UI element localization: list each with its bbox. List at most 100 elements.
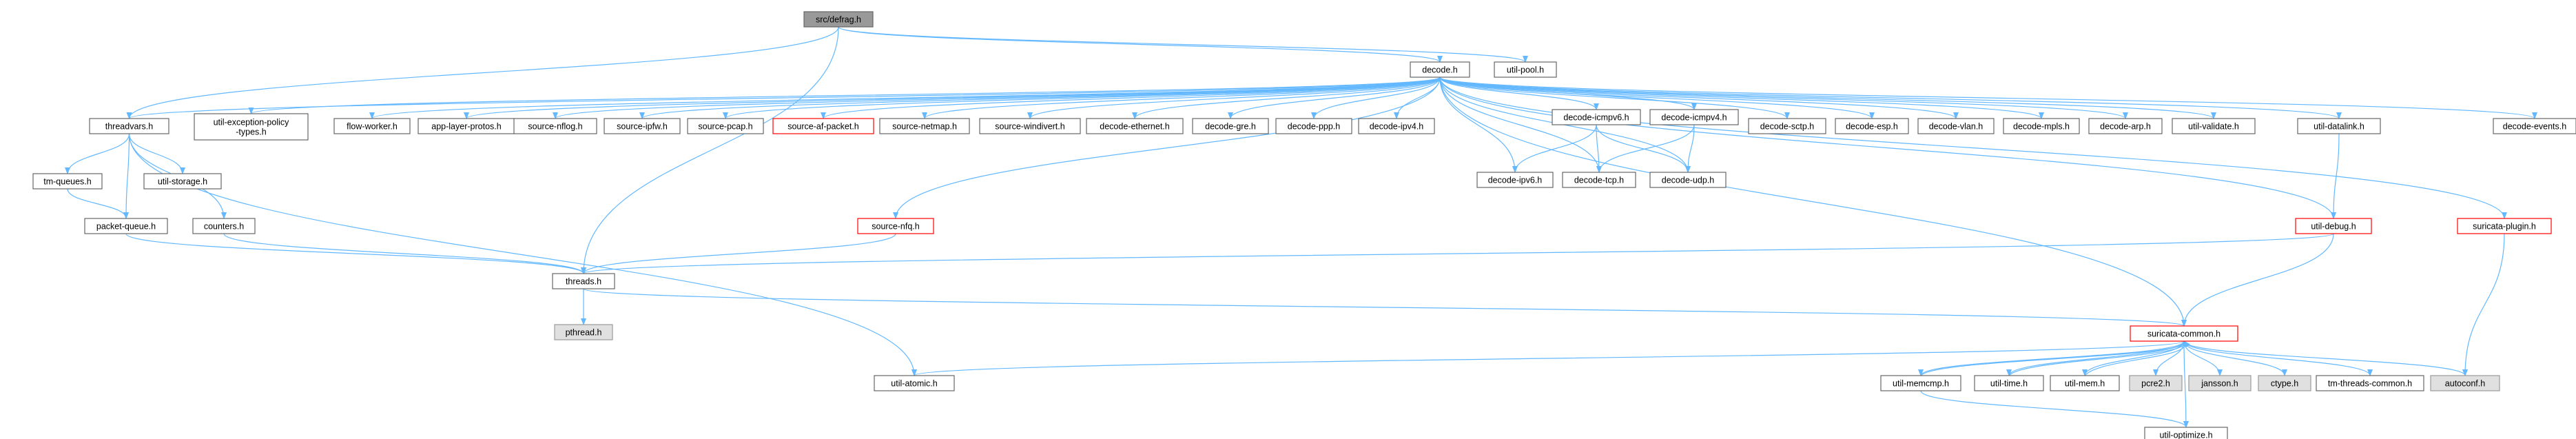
node-label: decode-ipv4.h xyxy=(1370,122,1424,132)
node-label: counters.h xyxy=(204,222,244,232)
node-box xyxy=(513,118,597,134)
node-decode-udp-h[interactable]: decode-udp.h xyxy=(1649,172,1727,188)
node-box xyxy=(2316,375,2424,391)
node-decode-h[interactable]: decode.h xyxy=(1410,61,1470,78)
node-threads-h[interactable]: threads.h xyxy=(552,273,615,289)
node-box xyxy=(874,375,955,391)
node-util-pool-h[interactable]: util-pool.h xyxy=(1494,61,1557,78)
node-box xyxy=(1086,118,1184,134)
node-util-validate-h[interactable]: util-validate.h xyxy=(2172,118,2256,134)
node-suricata-plugin-h[interactable]: suricata-plugin.h xyxy=(2457,218,2552,234)
node-label: decode-events.h xyxy=(2503,122,2566,132)
node-box xyxy=(2129,375,2183,391)
node-label: flow-worker.h xyxy=(347,122,398,132)
node-src-defrag-h[interactable]: src/defrag.h xyxy=(803,11,874,28)
node-source-nflog-h[interactable]: source-nflog.h xyxy=(513,118,597,134)
node-pcre2-h[interactable]: pcre2.h xyxy=(2129,375,2183,391)
node-jansson-h[interactable]: jansson.h xyxy=(2188,375,2252,391)
edge-decode-to-decesp xyxy=(1439,76,1875,119)
node-source-ipfw-h[interactable]: source-ipfw.h xyxy=(604,118,681,134)
node-decode-arp-h[interactable]: decode-arp.h xyxy=(2088,118,2163,134)
node-util-mem-h[interactable]: util-mem.h xyxy=(2050,375,2120,391)
node-decode-tcp-h[interactable]: decode-tcp.h xyxy=(1562,172,1636,188)
node-box xyxy=(1974,375,2044,391)
node-source-netmap-h[interactable]: source-netmap.h xyxy=(879,118,970,134)
node-threadvars-h[interactable]: threadvars.h xyxy=(89,118,169,134)
edge-decode-to-decethernet xyxy=(1132,76,1441,119)
node-app-layer-protos-h[interactable]: app-layer-protos.h xyxy=(418,118,515,134)
node-box xyxy=(2457,218,2552,234)
node-ctype-h[interactable]: ctype.h xyxy=(2258,375,2311,391)
edge-suricommon-to-utilmem xyxy=(2082,340,2185,376)
edge-decode-to-decmpls xyxy=(1439,76,2044,119)
node-box xyxy=(32,173,103,190)
node-util-optimize-h[interactable]: util-optimize.h xyxy=(2144,427,2228,439)
edge-decode-to-decsctp xyxy=(1439,76,1790,119)
node-source-nfq-h[interactable]: source-nfq.h xyxy=(857,218,934,234)
node-source-pcap-h[interactable]: source-pcap.h xyxy=(687,118,764,134)
edge-decode-to-srcipfw xyxy=(639,76,1441,119)
node-box xyxy=(1192,118,1269,134)
node-decode-mpls-h[interactable]: decode-mpls.h xyxy=(2003,118,2080,134)
node-tm-threads-common-h[interactable]: tm-threads-common.h xyxy=(2316,375,2424,391)
node-box xyxy=(552,273,615,289)
node-label: source-netmap.h xyxy=(892,122,957,132)
node-decode-ipv6-h[interactable]: decode-ipv6.h xyxy=(1476,172,1554,188)
node-box xyxy=(2003,118,2080,134)
node-box xyxy=(1835,118,1909,134)
node-label: source-ipfw.h xyxy=(617,122,668,132)
node-counters-h[interactable]: counters.h xyxy=(192,218,256,234)
node-source-windivert-h[interactable]: source-windivert.h xyxy=(979,118,1081,134)
node-label: suricata-common.h xyxy=(2147,329,2220,339)
node-box xyxy=(194,113,309,141)
node-util-exception-policy-types-h[interactable]: util-exception-policy-types.h xyxy=(194,113,309,141)
edge-decode-to-dectcp xyxy=(1439,76,1602,173)
edge-decode-to-decarp xyxy=(1439,76,2128,119)
edge-defrag-to-decode xyxy=(838,26,1443,63)
node-label: util-exception-policy xyxy=(214,118,290,127)
node-label: decode-gre.h xyxy=(1205,122,1256,132)
node-decode-esp-h[interactable]: decode-esp.h xyxy=(1835,118,1909,134)
node-packet-queue-h[interactable]: packet-queue.h xyxy=(84,218,168,234)
node-decode-icmpv6-h[interactable]: decode-icmpv6.h xyxy=(1552,109,1641,125)
edge-threads-to-suricommon xyxy=(583,288,2187,327)
node-decode-events-h[interactable]: decode-events.h xyxy=(2493,118,2576,134)
node-source-af-packet-h[interactable]: source-af-packet.h xyxy=(772,118,874,134)
edge-suricommon-to-ctype xyxy=(2183,340,2287,376)
node-suricata-common-h[interactable]: suricata-common.h xyxy=(2130,325,2238,342)
edge-decode-to-srcnfq xyxy=(893,76,1441,219)
node-box xyxy=(2144,427,2228,439)
node-label: decode-esp.h xyxy=(1846,122,1898,132)
edge-suriplugin-to-autoconf xyxy=(2462,233,2505,376)
node-label: decode-sctp.h xyxy=(1760,122,1815,132)
node-pthread-h[interactable]: pthread.h xyxy=(554,324,613,340)
node-decode-sctp-h[interactable]: decode-sctp.h xyxy=(1748,118,1826,134)
node-autoconf-h[interactable]: autoconf.h xyxy=(2430,375,2500,391)
node-label: decode.h xyxy=(1422,65,1457,75)
node-decode-ethernet-h[interactable]: decode-ethernet.h xyxy=(1086,118,1184,134)
node-util-debug-h[interactable]: util-debug.h xyxy=(2295,218,2372,234)
node-util-time-h[interactable]: util-time.h xyxy=(1974,375,2044,391)
node-box xyxy=(1410,61,1470,78)
edge-decode-to-utildatalink xyxy=(1439,76,2342,119)
edge-decicmpv4-to-decudp xyxy=(1685,124,1695,173)
node-decode-icmpv4-h[interactable]: decode-icmpv4.h xyxy=(1649,109,1739,125)
node-util-datalink-h[interactable]: util-datalink.h xyxy=(2297,118,2381,134)
node-decode-ppp-h[interactable]: decode-ppp.h xyxy=(1275,118,1352,134)
node-label: pthread.h xyxy=(566,328,602,338)
node-label: decode-ipv6.h xyxy=(1488,176,1543,185)
node-decode-ipv4-h[interactable]: decode-ipv4.h xyxy=(1358,118,1435,134)
node-box xyxy=(89,118,169,134)
node-flow-worker-h[interactable]: flow-worker.h xyxy=(333,118,411,134)
edge-suricommon-to-autoconf xyxy=(2183,340,2468,376)
node-decode-vlan-h[interactable]: decode-vlan.h xyxy=(1917,118,1995,134)
node-decode-gre-h[interactable]: decode-gre.h xyxy=(1192,118,1269,134)
edge-suricommon-to-jansson xyxy=(2183,340,2223,376)
node-util-memcmp-h[interactable]: util-memcmp.h xyxy=(1880,375,1961,391)
node-util-storage-h[interactable]: util-storage.h xyxy=(143,173,222,190)
node-box xyxy=(2172,118,2256,134)
node-box xyxy=(2295,218,2372,234)
node-box xyxy=(1494,61,1557,78)
node-util-atomic-h[interactable]: util-atomic.h xyxy=(874,375,955,391)
node-tm-queues-h[interactable]: tm-queues.h xyxy=(32,173,103,190)
